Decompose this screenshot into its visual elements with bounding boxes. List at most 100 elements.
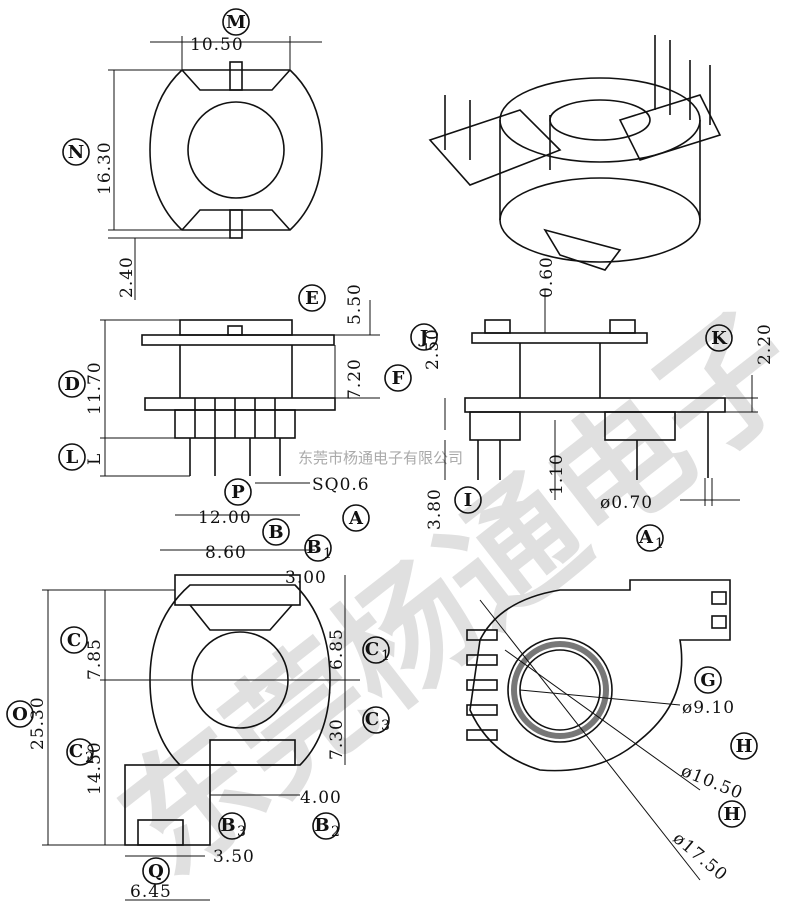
- dim-7-85: 7.85: [85, 638, 105, 680]
- dim-pin-dia: ø0.70: [600, 493, 653, 513]
- callout-D: D: [58, 370, 86, 398]
- callout-M: M: [222, 8, 250, 36]
- callout-A: A: [342, 504, 370, 532]
- leader-9-10: [519, 689, 681, 706]
- callout-H-lower: H: [718, 800, 746, 828]
- svg-text:B: B: [314, 815, 329, 836]
- dim-3-80: 3.80: [425, 488, 445, 530]
- side-top-flange: [471, 332, 648, 344]
- top-view-bottom-edge: [181, 209, 291, 231]
- callout-J: J: [410, 323, 438, 351]
- bottom-view-lower-pins: [209, 739, 296, 766]
- dim-11-70: 11.70: [85, 361, 105, 415]
- top-view-bore: [187, 101, 285, 199]
- callout-N: N: [62, 138, 90, 166]
- section-view: [466, 579, 731, 881]
- front-top-flange: [141, 334, 335, 346]
- callout-H-upper: H: [730, 732, 758, 760]
- watermark-company: 东莞市杨通电子有限公司: [298, 449, 463, 467]
- callout-P: P: [224, 478, 252, 506]
- top-view-top-tab: [229, 61, 243, 91]
- callout-F: F: [384, 364, 412, 392]
- dim-2-20: 2.20: [755, 323, 775, 365]
- svg-text:1: 1: [655, 536, 664, 552]
- dim-sq: SQ0.6: [312, 475, 370, 495]
- dim-7-20: 7.20: [345, 358, 365, 400]
- leader-10-50: [504, 649, 701, 791]
- svg-text:J: J: [418, 327, 429, 348]
- front-top-slot: [227, 325, 243, 336]
- dim-3-50: 3.50: [213, 847, 255, 867]
- callout-I: I: [454, 486, 482, 514]
- dim-6-85: 6.85: [327, 628, 347, 670]
- svg-text:L: L: [66, 447, 79, 468]
- side-top-post: [609, 319, 636, 334]
- svg-text:N: N: [68, 142, 84, 163]
- dim-0-60: 0.60: [537, 256, 557, 298]
- side-pin-block: [604, 411, 676, 441]
- iso-bottom-tab: [543, 228, 622, 271]
- top-view-top-edge: [181, 69, 291, 91]
- svg-text:3: 3: [237, 824, 246, 840]
- dim-6-45: 6.45: [130, 882, 172, 902]
- svg-text:B: B: [220, 815, 235, 836]
- iso-pin-rail-right: [618, 94, 722, 161]
- side-view: [444, 290, 758, 506]
- svg-text:A: A: [638, 527, 654, 548]
- dim-4-00: 4.00: [300, 788, 342, 808]
- svg-text:M: M: [226, 12, 246, 33]
- svg-text:D: D: [64, 374, 80, 395]
- section-fin: [466, 729, 498, 741]
- side-pin-block: [469, 411, 521, 441]
- callout-B: B: [262, 518, 290, 546]
- dim-5-50: 5.50: [345, 283, 365, 325]
- callout-O: O: [6, 700, 34, 728]
- svg-text:G: G: [700, 670, 715, 691]
- svg-text:K: K: [711, 328, 728, 349]
- dim-2-50: 2.50: [423, 328, 443, 370]
- bottom-view-inner-top: [189, 604, 293, 631]
- section-bore-wall: [511, 641, 609, 739]
- svg-text:C: C: [67, 630, 81, 651]
- callout-E: E: [298, 284, 326, 312]
- svg-text:F: F: [392, 368, 405, 389]
- callout-Q: Q: [142, 857, 170, 885]
- svg-text:H: H: [735, 736, 752, 757]
- svg-text:C: C: [69, 741, 83, 762]
- dim-3-00: 3.00: [285, 568, 327, 588]
- side-bottom-flange: [464, 397, 726, 413]
- iso-pin-rail-left: [428, 109, 562, 186]
- section-fin: [466, 679, 498, 691]
- svg-text:Q: Q: [148, 861, 164, 882]
- callout-L: L: [58, 443, 86, 471]
- section-view-outline: [469, 579, 731, 772]
- dim-7-30: 7.30: [327, 718, 347, 760]
- bottom-view-tail-pin: [137, 819, 184, 846]
- section-fin: [466, 629, 498, 641]
- top-view-bottom-tab: [229, 209, 243, 239]
- front-top-lip: [179, 319, 293, 336]
- section-fin: [466, 654, 498, 666]
- bottom-view: [42, 514, 360, 901]
- section-bore-outer: [507, 637, 613, 743]
- dim-9-10: ø9.10: [682, 698, 735, 718]
- dim-17-50: ø17.50: [669, 829, 732, 886]
- dim-12-00: 12.00: [198, 508, 252, 528]
- bottom-view-outline: [149, 584, 331, 766]
- svg-text:H: H: [723, 804, 740, 825]
- top-view: [108, 36, 323, 300]
- side-top-post: [484, 319, 511, 334]
- section-notch: [711, 615, 727, 629]
- svg-text:1: 1: [323, 546, 332, 562]
- dim-top-width: 10.50: [190, 35, 244, 55]
- svg-text:C: C: [365, 709, 379, 730]
- svg-text:C: C: [365, 639, 379, 660]
- svg-text:A: A: [348, 508, 364, 529]
